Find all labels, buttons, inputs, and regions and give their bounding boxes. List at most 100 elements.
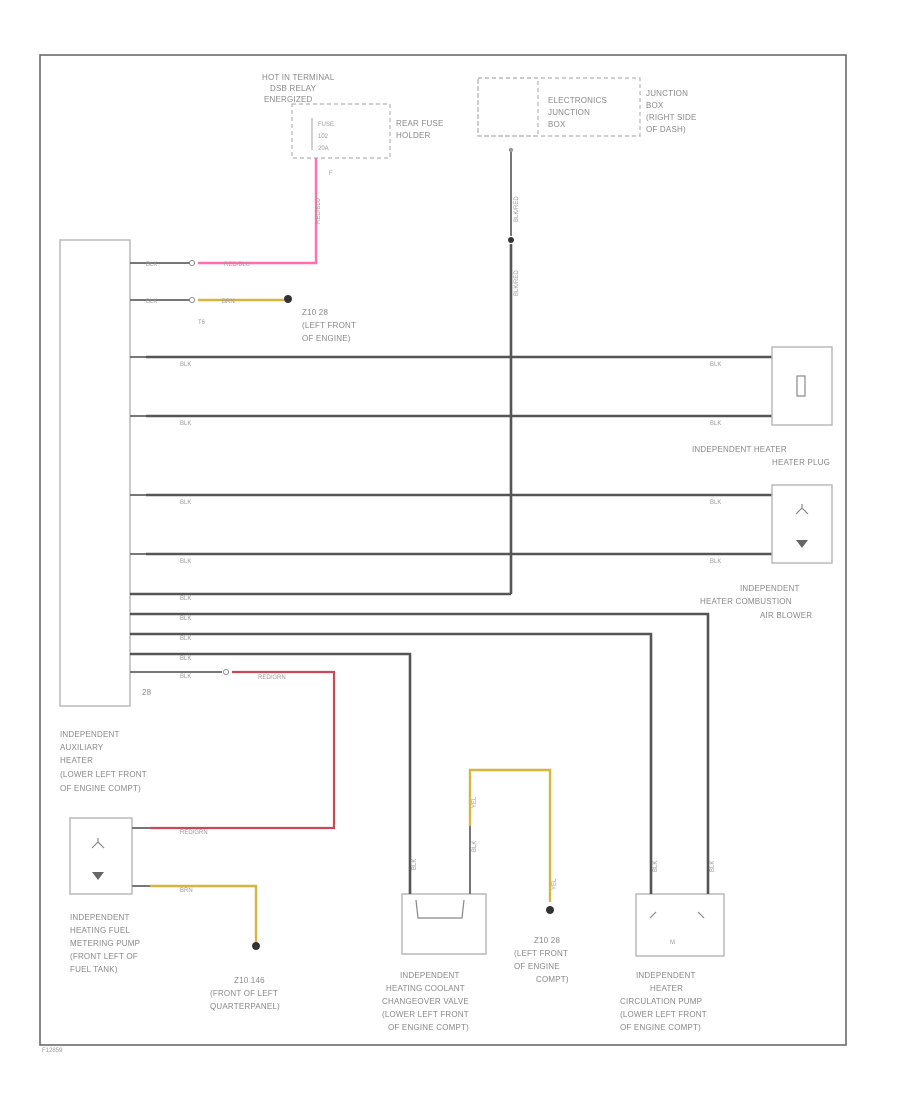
ground-bottom-2: (LEFT FRONT xyxy=(514,949,568,958)
wire-label-red-grn-2: RED/GRN xyxy=(180,830,208,836)
ground-dot xyxy=(284,295,292,303)
ground-dot xyxy=(252,942,260,950)
wire-yel-ground xyxy=(468,768,552,902)
wire-label: BLK xyxy=(710,362,721,368)
ground-146-1: Z10 146 xyxy=(234,976,265,985)
wire-label: BLK xyxy=(412,859,418,870)
valve-label-4: (LOWER LEFT FRONT xyxy=(382,1010,469,1019)
lower-harness: BLK BLK BLK BLK BLK RED/GRN RED/GRN xyxy=(130,592,710,862)
junction-box: ELECTRONICS JUNCTION BOX JUNCTION BOX (R… xyxy=(477,77,696,153)
connector-pin xyxy=(189,260,195,266)
junction-box-inner xyxy=(477,77,539,137)
blower-label-3: AIR BLOWER xyxy=(760,611,812,620)
fuel-metering-pump: BRN INDEPENDENT HEATING FUEL METERING PU… xyxy=(69,817,280,1011)
fuse-line-3: 20A xyxy=(318,146,329,152)
wire-label: BLK xyxy=(472,841,478,852)
heater-label-4: (LOWER LEFT FRONT xyxy=(60,770,147,779)
connector-pin xyxy=(223,669,229,675)
fuel-pump-box xyxy=(69,817,133,895)
junction-pin xyxy=(508,147,514,153)
wire-label-yel: YEL xyxy=(472,796,478,808)
junction-box-outer xyxy=(477,77,641,137)
connector-t6: T6 xyxy=(198,320,206,326)
wire-label: BLK xyxy=(710,861,716,872)
valve-coil-icon xyxy=(415,899,465,919)
junction-outer-1: JUNCTION xyxy=(646,89,688,98)
wire-label: BLK xyxy=(180,596,191,602)
fuel-pump-label-5: FUEL TANK) xyxy=(70,965,118,974)
independent-auxiliary-heater: 28 INDEPENDENT AUXILIARY HEATER (LOWER L… xyxy=(59,239,152,793)
circulation-pump: M BLK BLK INDEPENDENT HEATER CIRCULATION… xyxy=(620,861,725,1032)
ground-dot xyxy=(546,906,554,914)
holder-label-2: HOLDER xyxy=(396,131,431,140)
wire-label: BLK xyxy=(180,616,191,622)
fuel-pump-label-4: (FRONT LEFT OF xyxy=(70,952,138,961)
ground-146-3: QUARTERPANEL) xyxy=(210,1002,280,1011)
ground-top-1: Z10 28 xyxy=(302,308,328,317)
hot-label-3: ENERGIZED xyxy=(264,95,312,104)
glow-plug: INDEPENDENT HEATER HEATER PLUG xyxy=(692,346,833,467)
connector-pin xyxy=(189,297,195,303)
fuel-pump-label-2: HEATING FUEL xyxy=(70,926,130,935)
valve-box xyxy=(401,893,487,955)
blower-label-1: INDEPENDENT xyxy=(740,584,800,593)
circ-label-1: INDEPENDENT xyxy=(636,971,696,980)
wire-label: BLK xyxy=(180,559,191,565)
wire-label-red-blu: RED/BLU xyxy=(224,262,250,268)
blower-wires: BLK BLK BLK BLK xyxy=(130,493,780,565)
wire-label: BLK xyxy=(180,500,191,506)
valve-label-3: CHANGEOVER VALVE xyxy=(382,997,469,1006)
wire-label-red-grn: RED/GRN xyxy=(258,675,286,681)
glow-plug-box xyxy=(771,346,833,426)
wire-red-blu xyxy=(198,158,318,265)
pump-icon xyxy=(91,838,105,849)
heater-pin-number: 28 xyxy=(142,688,152,697)
pump-symbol-icon xyxy=(92,872,104,880)
wire-label: BLK xyxy=(180,636,191,642)
glow-plug-wires: BLK BLK BLK BLK xyxy=(130,355,780,427)
fuel-pump-label-3: METERING PUMP xyxy=(70,939,140,948)
wire-label: BLK xyxy=(180,362,191,368)
motor-symbol-icon xyxy=(796,540,808,548)
junction-inner-1: ELECTRONICS xyxy=(548,96,607,105)
junction-outer-4: OF DASH) xyxy=(646,125,686,134)
wire-label-blk-red-lower: BLK/RED xyxy=(514,270,520,296)
blower-box xyxy=(771,484,833,564)
ground-146-2: (FRONT OF LEFT xyxy=(210,989,278,998)
ground-bottom-1: Z10 28 xyxy=(534,936,560,945)
ground-bottom-4: COMPT) xyxy=(536,975,569,984)
circ-label-4: (LOWER LEFT FRONT xyxy=(620,1010,707,1019)
heater-label-3: HEATER xyxy=(60,756,93,765)
circ-label-2: HEATER xyxy=(650,984,683,993)
ground-top-3: OF ENGINE) xyxy=(302,334,351,343)
fuel-pump-label-1: INDEPENDENT xyxy=(70,913,130,922)
circ-label-5: OF ENGINE COMPT) xyxy=(620,1023,701,1032)
circ-label-3: CIRCULATION PUMP xyxy=(620,997,702,1006)
diagram-frame xyxy=(39,54,847,1046)
wire-red-grn xyxy=(150,670,336,830)
wire-label-red-blu-vert: RED/BLU xyxy=(316,198,322,224)
motor-icon xyxy=(795,504,809,515)
heater-label-5: OF ENGINE COMPT) xyxy=(60,784,141,793)
fuse-line-1: FUSE xyxy=(318,122,334,128)
wire-label: BLK xyxy=(710,559,721,565)
heater-label-1: INDEPENDENT xyxy=(60,730,120,739)
pump-motor-icon xyxy=(649,911,705,919)
hot-label-2: DSB RELAY xyxy=(270,84,317,93)
air-blower: INDEPENDENT HEATER COMBUSTION AIR BLOWER xyxy=(700,484,833,620)
wire-label: BLK xyxy=(710,500,721,506)
junction-outer-2: BOX xyxy=(646,101,664,110)
splice-dot xyxy=(508,237,514,243)
hot-label-1: HOT IN TERMINAL xyxy=(262,73,335,82)
ground-z10-28-top: BLK BRN T6 Z10 28 (LEFT FRONT OF ENGINE) xyxy=(130,295,356,343)
valve-label-1: INDEPENDENT xyxy=(400,971,460,980)
wire-label-blk: BLK xyxy=(146,262,157,268)
glow-plug-label-1: INDEPENDENT HEATER xyxy=(692,445,787,454)
wire-label-blk: BLK xyxy=(146,299,157,305)
ground-top-2: (LEFT FRONT xyxy=(302,321,356,330)
blower-label-2: HEATER COMBUSTION xyxy=(700,597,792,606)
circ-pump-box xyxy=(635,893,725,957)
junction-drop-wire: BLK/RED BLK/RED xyxy=(508,152,520,594)
wire-label-yel: YEL xyxy=(552,878,558,890)
